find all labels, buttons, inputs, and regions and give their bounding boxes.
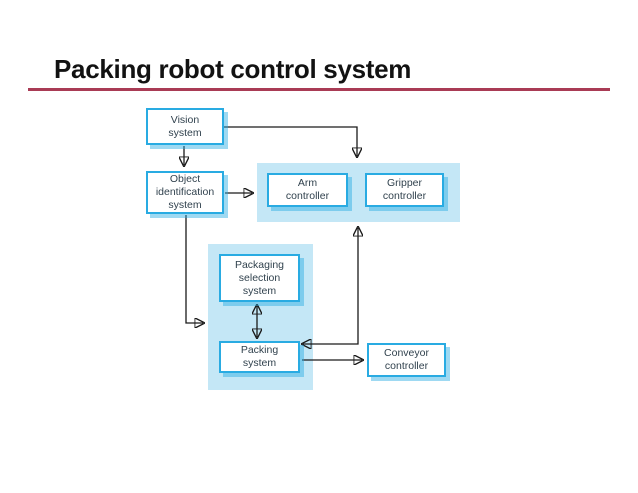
node-gripper-controller: Gripper controller bbox=[365, 173, 444, 207]
page-title: Packing robot control system bbox=[54, 54, 412, 84]
node-vision-system: Vision system bbox=[146, 108, 224, 145]
node-arm-controller: Arm controller bbox=[267, 173, 348, 207]
arrow-object-identification-to-packing-region bbox=[185, 215, 203, 323]
node-conveyor-controller: Conveyor controller bbox=[367, 343, 446, 377]
node-packaging-selection-system: Packaging selection system bbox=[219, 254, 300, 302]
node-object-identification-system: Object identification system bbox=[146, 171, 224, 214]
arrow-vision-to-robot-controller-region bbox=[224, 126, 357, 156]
title-underline bbox=[28, 88, 610, 91]
node-packing-system: Packing system bbox=[219, 341, 300, 373]
